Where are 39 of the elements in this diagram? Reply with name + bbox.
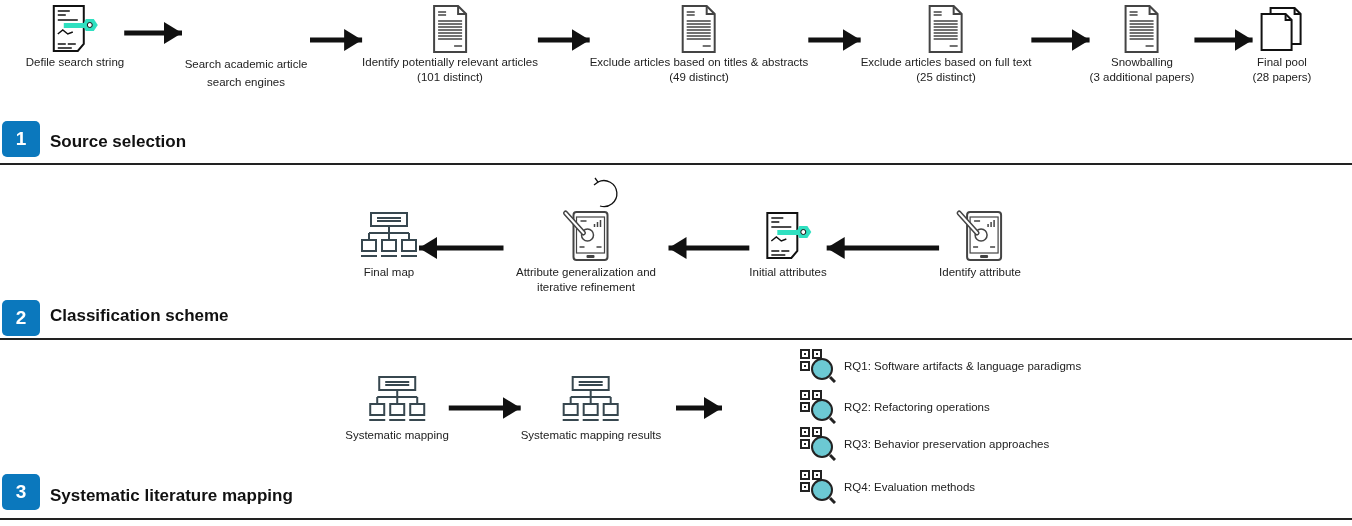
section-heading: Classification scheme (50, 306, 229, 326)
arrow (124, 22, 182, 44)
step-label: RQ2: Refactoring operations (844, 399, 990, 415)
arrow (1031, 29, 1090, 51)
step-label: Final pool (1257, 55, 1307, 70)
step-label: Initial attributes (749, 265, 827, 280)
section-heading: Systematic literature mapping (50, 486, 293, 506)
step-label: RQ4: Evaluation methods (844, 479, 976, 495)
step-label: Identify attribute (939, 265, 1021, 280)
step-label: (3 additional papers) (1089, 70, 1195, 85)
step-number-badge: 2 (2, 300, 40, 336)
step-label: Identify potentially relevant articles (362, 55, 538, 70)
arrow (1194, 29, 1253, 51)
step-label: Systematic mapping results (520, 428, 662, 443)
step-label: (28 papers) (1252, 70, 1312, 85)
step-label: Exclude articles based on full text (860, 55, 1032, 70)
step-label: Search academic article search engines (183, 57, 309, 90)
step-label: Snowballing (1111, 55, 1173, 70)
step-label: Systematic mapping (345, 428, 449, 443)
arrow (419, 237, 504, 259)
arrow (668, 237, 750, 259)
step-number-badge: 3 (2, 474, 40, 510)
arrow (826, 237, 940, 259)
step-label: Defile search string (25, 55, 125, 70)
step-label: Exclude articles based on titles & abstracts (589, 55, 809, 70)
step-label: (25 distinct) (916, 70, 976, 85)
step-label: RQ1: Software artifacts & language paradigms (844, 358, 1082, 374)
section-heading: Source selection (50, 132, 187, 152)
step-label: Final map (363, 265, 415, 280)
step-label: Attribute generalization and iterative refinement (515, 265, 657, 295)
arrow (676, 397, 722, 419)
arrow (310, 29, 363, 51)
arrow (448, 397, 521, 419)
step-label: (101 distinct) (417, 70, 483, 85)
step-number-badge: 1 (2, 121, 40, 157)
arrow (808, 29, 861, 51)
step-label: RQ3: Behavior preservation approaches (844, 436, 1050, 452)
step-label: (49 distinct) (669, 70, 729, 85)
arrow (537, 29, 590, 51)
